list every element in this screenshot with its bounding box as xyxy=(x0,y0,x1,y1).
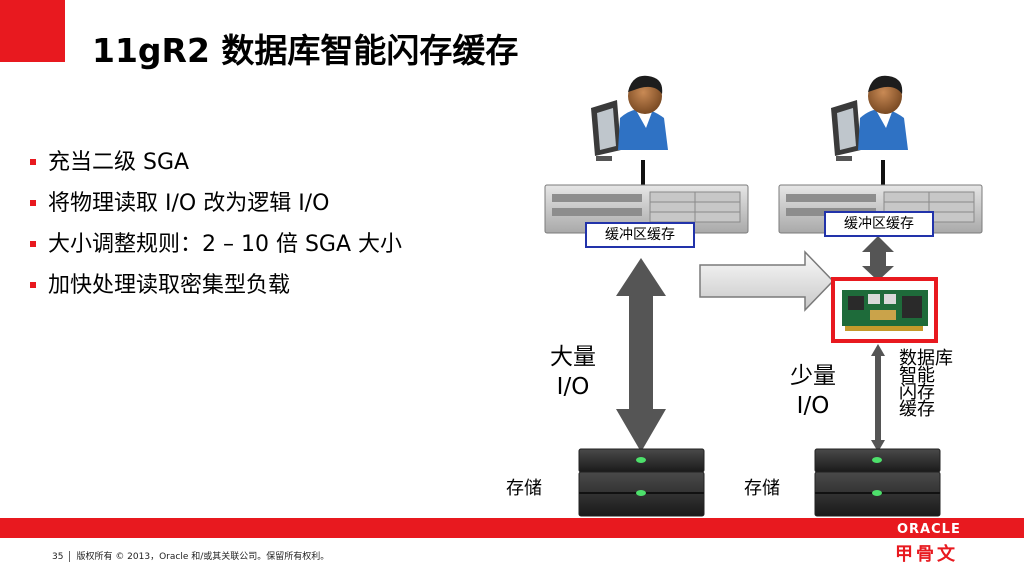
storage-left-label: 存储 xyxy=(506,478,542,499)
bullet-item: 加快处理读取密集型负载 xyxy=(30,271,480,300)
page-number: 35 xyxy=(52,552,64,562)
copyright-text: 版权所有 © 2013，Oracle 和/或其关联公司。保留所有权利。 xyxy=(76,552,330,562)
storage-right-label: 存储 xyxy=(744,478,780,499)
bullet-square-icon xyxy=(30,241,36,247)
small-io-label: 少量 I/O xyxy=(790,363,836,419)
bullet-square-icon xyxy=(30,159,36,165)
storage-array-left-icon xyxy=(578,448,705,517)
transition-arrow-icon xyxy=(699,250,835,312)
footer-bar xyxy=(0,518,1024,538)
bullet-square-icon xyxy=(30,282,36,288)
large-io-arrow-icon xyxy=(616,258,666,452)
user-workstation-right-icon xyxy=(831,75,908,185)
bullet-item: 充当二级 SGA xyxy=(30,148,480,177)
bullet-item: 将物理读取 I/O 改为逻辑 I/O xyxy=(30,189,480,218)
buffer-cache-right-label: 缓冲区缓存 xyxy=(824,211,934,237)
footer-divider xyxy=(69,551,71,562)
bullet-item: 大小调整规则：2 – 10 倍 SGA 大小 xyxy=(30,230,480,259)
small-io-arrow-icon xyxy=(871,344,885,452)
large-io-label: 大量 I/O xyxy=(550,344,596,400)
flash-card-icon xyxy=(831,277,938,343)
flash-cache-label: 数据库 智能 闪存 缓存 xyxy=(899,348,953,420)
oracle-chinese-logo: 甲骨文 xyxy=(895,544,958,565)
oracle-logo: ORACLE xyxy=(897,522,961,537)
buffer-cache-left-label: 缓冲区缓存 xyxy=(585,222,695,248)
storage-array-right-icon xyxy=(814,448,941,517)
cache-flash-arrow-icon xyxy=(862,236,894,281)
bullet-square-icon xyxy=(30,200,36,206)
bullet-list: 充当二级 SGA 将物理读取 I/O 改为逻辑 I/O 大小调整规则：2 – 1… xyxy=(30,148,480,312)
title-accent-block xyxy=(0,0,65,62)
user-workstation-left-icon xyxy=(591,75,668,185)
slide-title: 11gR2 数据库智能闪存缓存 xyxy=(92,31,519,70)
footer-text: 35 版权所有 © 2013，Oracle 和/或其关联公司。保留所有权利。 xyxy=(52,549,329,562)
